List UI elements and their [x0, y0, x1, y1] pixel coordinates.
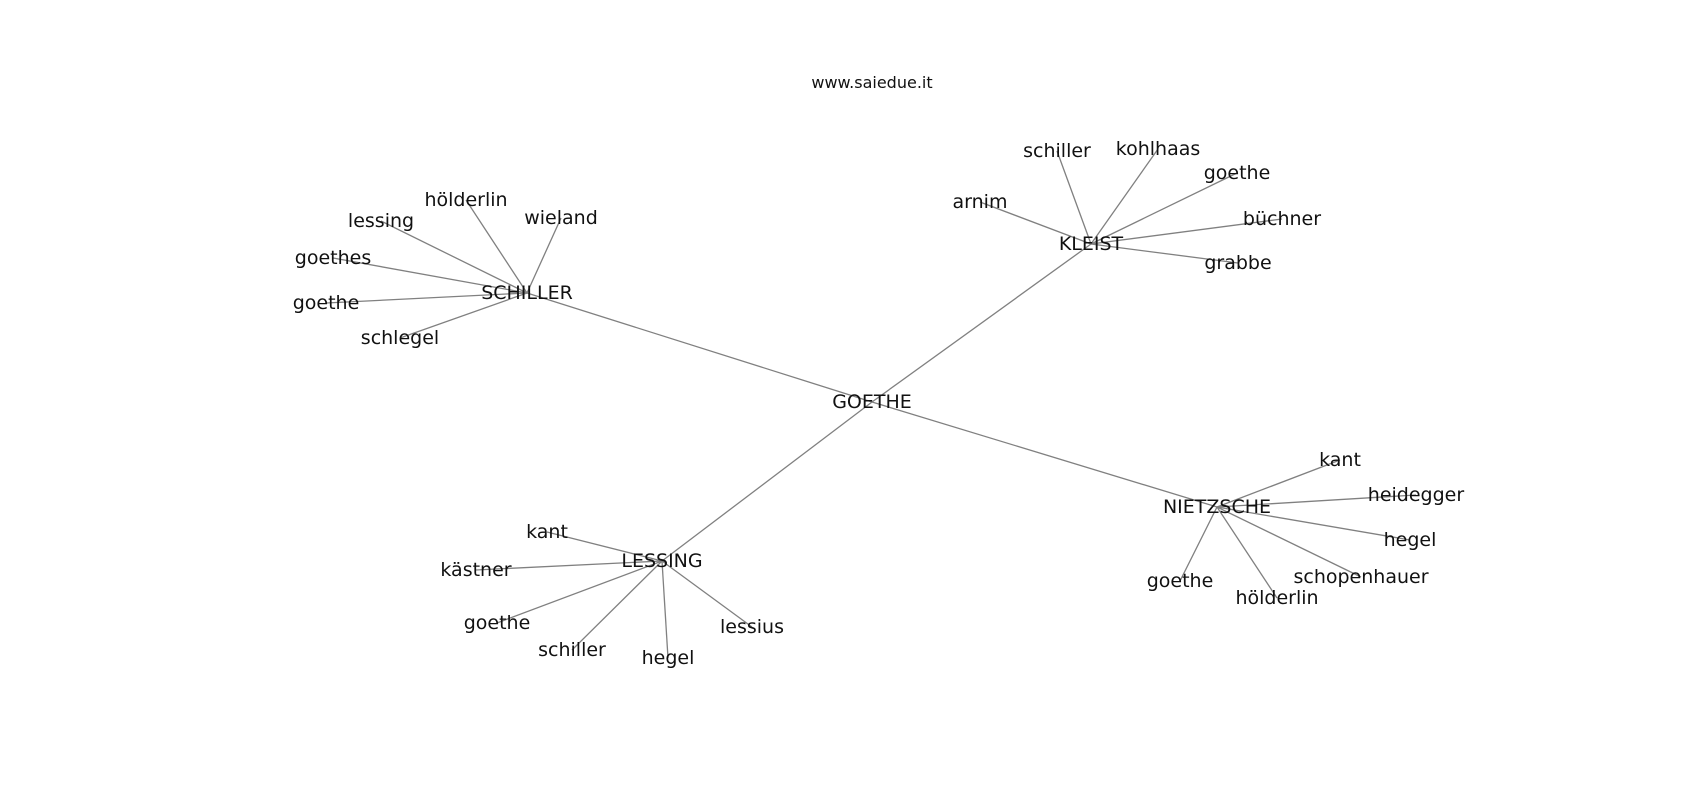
node-nietzsche-leaf: goethe: [1147, 570, 1214, 592]
node-schiller-leaf: goethe: [293, 292, 360, 314]
edge-center-nietzsche: [871, 401, 1218, 508]
node-kleist-leaf: büchner: [1243, 208, 1321, 230]
node-kleist-leaf: arnim: [953, 191, 1008, 213]
node-hub-schiller: SCHILLER: [481, 282, 573, 304]
node-schiller-leaf: schlegel: [361, 327, 439, 349]
node-kleist-leaf: schiller: [1023, 140, 1091, 162]
edge-lessing-leaf: [546, 531, 663, 562]
node-lessing-leaf: goethe: [464, 612, 531, 634]
edge-schiller-leaf: [399, 292, 528, 339]
edge-schiller-leaf: [526, 217, 562, 294]
node-lessing-leaf: kästner: [440, 559, 511, 581]
node-schiller-leaf: hölderlin: [424, 189, 507, 211]
node-kleist-leaf: grabbe: [1204, 252, 1271, 274]
node-schiller-leaf: wieland: [524, 207, 598, 229]
edge-lessing-leaf: [661, 560, 669, 659]
edge-lessing-leaf: [496, 560, 663, 624]
edge-lessing-leaf: [475, 560, 663, 571]
node-nietzsche-leaf: hegel: [1384, 529, 1437, 551]
edge-center-schiller: [526, 292, 873, 403]
labels-group: hölderlinwielandlessinggoethesgoetheschl…: [293, 138, 1465, 669]
node-lessing-leaf: schiller: [538, 639, 606, 661]
edge-nietzsche-leaf: [1216, 506, 1278, 599]
edge-schiller-leaf: [332, 257, 528, 294]
edge-schiller-leaf: [380, 220, 528, 294]
edge-lessing-leaf: [661, 560, 753, 628]
edge-kleist-leaf: [1090, 218, 1283, 245]
edge-center-lessing: [661, 401, 873, 562]
node-center: GOETHE: [832, 391, 912, 413]
edge-kleist-leaf: [1090, 172, 1238, 245]
edge-nietzsche-leaf: [1216, 459, 1341, 508]
edge-nietzsche-leaf: [1216, 506, 1411, 541]
edge-kleist-leaf: [1090, 243, 1239, 264]
node-nietzsche-leaf: schopenhauer: [1293, 566, 1428, 588]
edge-center-kleist: [871, 243, 1092, 403]
edge-kleist-leaf: [1056, 150, 1092, 245]
node-kleist-leaf: kohlhaas: [1116, 138, 1201, 160]
edge-kleist-leaf: [979, 201, 1092, 245]
node-nietzsche-leaf: heidegger: [1368, 484, 1465, 506]
edges-group: [325, 148, 1417, 659]
node-schiller-leaf: lessing: [348, 210, 414, 232]
edge-kleist-leaf: [1090, 148, 1159, 245]
node-kleist-leaf: goethe: [1204, 162, 1271, 184]
edge-lessing-leaf: [571, 560, 663, 651]
node-hub-kleist: KLEIST: [1059, 233, 1124, 255]
node-hub-nietzsche: NIETZSCHE: [1163, 496, 1271, 518]
node-nietzsche-leaf: hölderlin: [1235, 587, 1318, 609]
node-hub-lessing: LESSING: [621, 550, 702, 572]
node-schiller-leaf: goethes: [295, 247, 371, 269]
edge-schiller-leaf: [325, 292, 528, 304]
edge-schiller-leaf: [465, 199, 528, 294]
edge-nietzsche-leaf: [1216, 506, 1362, 578]
edge-nietzsche-leaf: [1216, 494, 1417, 508]
site-label: www.saiedue.it: [811, 73, 932, 92]
edge-nietzsche-leaf: [1179, 506, 1218, 582]
node-lessing-leaf: kant: [526, 521, 568, 543]
node-nietzsche-leaf: kant: [1319, 449, 1361, 471]
node-lessing-leaf: hegel: [642, 647, 695, 669]
node-lessing-leaf: lessius: [720, 616, 784, 638]
